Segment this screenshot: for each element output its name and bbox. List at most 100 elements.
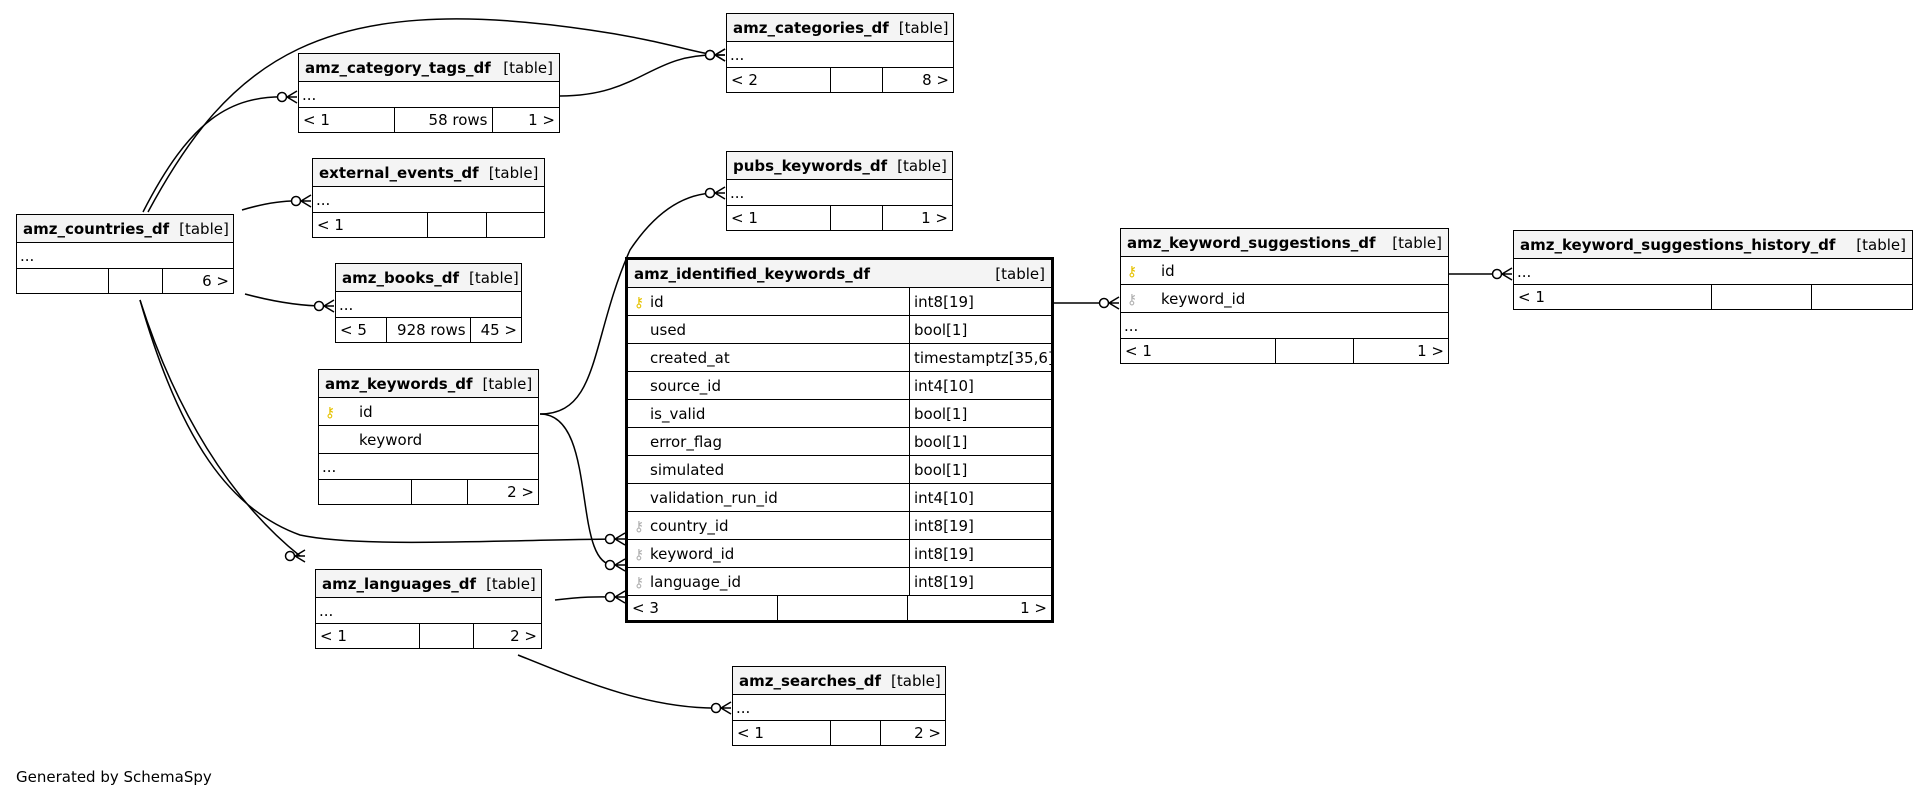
children-count[interactable]: 1 > [1352, 339, 1448, 363]
relationship-amz-category-tags-df-to-amz-categories-df [559, 48, 726, 97]
parents-count[interactable]: < 5 [340, 321, 367, 339]
parents-count[interactable]: < 3 [632, 599, 659, 617]
parents-count[interactable]: < 1 [1125, 342, 1152, 360]
table-type: [table] [898, 18, 949, 37]
column-name: keyword [359, 430, 423, 449]
edge-line [244, 293, 326, 307]
children-count[interactable]: 2 > [879, 721, 945, 745]
column-type: int8[19] [909, 540, 1051, 567]
children-count[interactable]: 1 > [491, 108, 560, 132]
parents-count[interactable]: < 1 [731, 209, 758, 227]
crowfoot-marker [720, 701, 732, 715]
more-columns-ellipsis: ... [727, 42, 953, 68]
table-header: amz_keyword_suggestions_df[table] [1121, 229, 1448, 257]
table-amz-keyword-suggestions-history-df[interactable]: amz_keyword_suggestions_history_df[table… [1513, 230, 1913, 310]
column-name: used [650, 320, 687, 339]
row-count [411, 480, 467, 504]
row-count[interactable]: 928 rows [386, 318, 469, 342]
primary-key-icon: ⚷ [633, 294, 645, 311]
children-count[interactable]: 2 > [472, 624, 541, 648]
more-columns-ellipsis: ... [336, 292, 521, 318]
column-name: is_valid [650, 404, 706, 423]
zero-marker [604, 591, 616, 603]
parents-count[interactable]: < 1 [320, 627, 347, 645]
column-name: simulated [650, 460, 725, 479]
foreign-key-icon: ⚷ [633, 518, 645, 535]
parents-count [319, 480, 411, 504]
edge-line [517, 654, 723, 709]
table-name: amz_category_tags_df [305, 58, 491, 77]
parents-count[interactable]: < 1 [737, 724, 764, 742]
children-count[interactable]: 6 > [161, 269, 233, 293]
row-count [426, 213, 487, 237]
relationship-amz-keywords-df-to-pubs-keywords-df [539, 186, 726, 415]
table-footer: < 1 1 > [1121, 339, 1448, 363]
more-columns-ellipsis: ... [1514, 259, 1912, 285]
edge-line [147, 18, 717, 213]
children-count[interactable]: 1 > [881, 206, 952, 230]
crowfoot-marker [714, 186, 726, 200]
zero-marker [710, 702, 722, 714]
edge-line [139, 299, 617, 544]
table-external-events-df[interactable]: external_events_df[table]...< 1 [312, 158, 545, 238]
column-name: id [1161, 261, 1175, 280]
more-columns-ellipsis: ... [727, 180, 952, 206]
parents-count[interactable]: < 1 [317, 216, 344, 234]
table-amz-countries-df[interactable]: amz_countries_df[table]...6 > [16, 214, 234, 294]
children-count[interactable]: 8 > [881, 68, 953, 92]
table-type: [table] [995, 264, 1045, 283]
table-name: amz_countries_df [23, 219, 170, 238]
crowfoot-marker [300, 194, 312, 208]
table-name: amz_keyword_suggestions_df [1127, 233, 1376, 252]
children-count[interactable]: 45 > [469, 318, 521, 342]
foreign-key-icon: ⚷ [1126, 291, 1138, 308]
row-count[interactable]: 58 rows [394, 108, 491, 132]
parents-count[interactable]: < 2 [731, 71, 758, 89]
table-footer: 6 > [17, 269, 233, 293]
zero-marker [276, 91, 288, 103]
edge-line [559, 54, 717, 97]
column-type: int4[10] [909, 484, 1051, 511]
more-columns-ellipsis: ... [733, 695, 945, 721]
table-header: external_events_df[table] [313, 159, 544, 187]
column-name: validation_run_id [650, 488, 778, 507]
relationship-amz-keyword-suggestions-df-to-amz-keyword-suggestions-history-df [1448, 267, 1513, 281]
table-type: [table] [891, 671, 941, 690]
parents-count [17, 269, 108, 293]
row-count [830, 68, 882, 92]
crowfoot-marker [294, 549, 306, 563]
table-name: amz_keyword_suggestions_history_df [1520, 235, 1836, 254]
more-columns-ellipsis: ... [319, 454, 538, 480]
crowfoot-marker [1501, 267, 1513, 281]
zero-marker [313, 300, 325, 312]
parents-count[interactable]: < 1 [303, 111, 330, 129]
children-count[interactable]: 2 > [466, 480, 538, 504]
column-type: int8[19] [909, 512, 1051, 539]
column-row-keyword-id: ⚷keyword_id [1121, 285, 1448, 313]
zero-marker [704, 49, 716, 61]
table-footer: < 1 2 > [316, 624, 541, 648]
table-footer: < 3 1 > [628, 596, 1051, 620]
parents-count[interactable]: < 1 [1518, 288, 1545, 306]
zero-marker [290, 195, 302, 207]
zero-marker [604, 533, 616, 545]
table-amz-searches-df[interactable]: amz_searches_df [table]... < 1 2 > [732, 666, 946, 746]
table-amz-keyword-suggestions-df[interactable]: amz_keyword_suggestions_df[table] ⚷ id ⚷key… [1120, 228, 1449, 364]
table-type: [table] [486, 574, 536, 593]
table-header: amz_languages_df[table] [316, 570, 541, 598]
foreign-key-icon: ⚷ [633, 574, 645, 591]
children-count[interactable]: 1 > [907, 596, 1051, 620]
table-name: amz_searches_df [739, 671, 882, 690]
crowfoot-marker [714, 48, 726, 62]
